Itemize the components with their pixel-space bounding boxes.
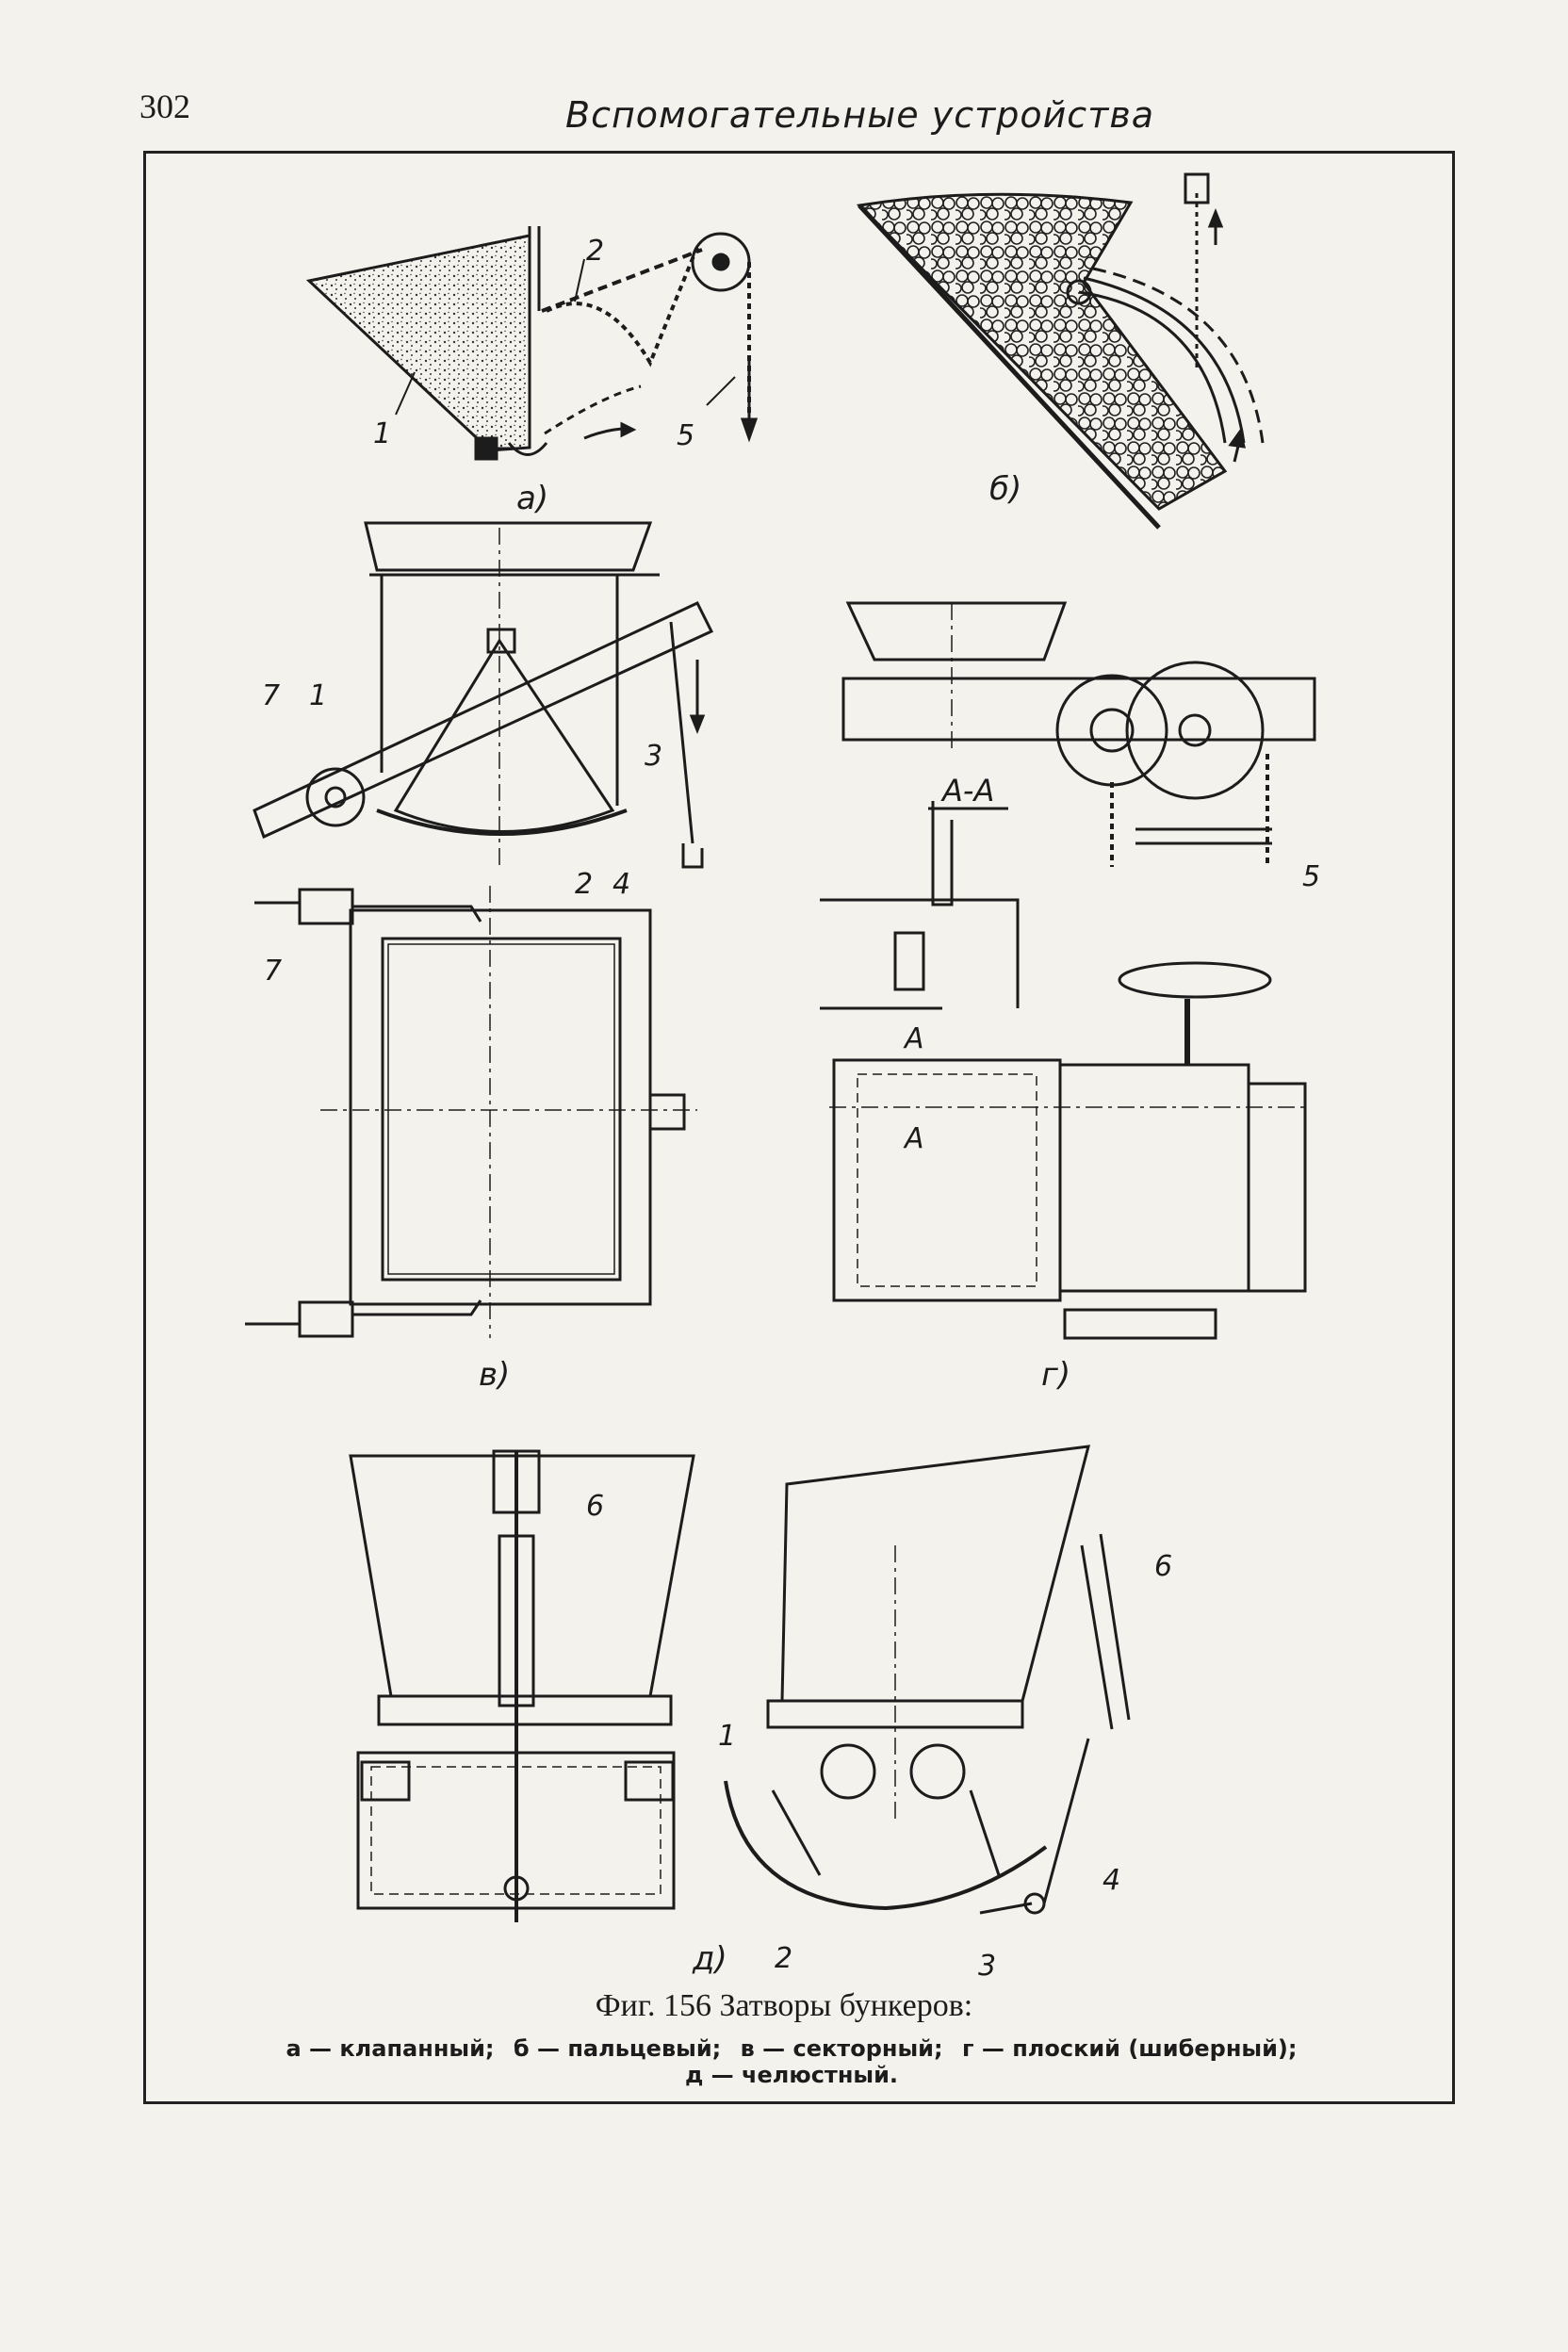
panel-b-finger-gate	[856, 172, 1265, 530]
panel-d-jaw-gate	[349, 1445, 1131, 1922]
legend-item-v: в — секторный;	[740, 2035, 943, 2062]
figure-legend: а — клапанный; б — пальцевый; в — сектор…	[236, 2035, 1348, 2088]
callout-v-7a: 7	[262, 679, 280, 712]
panel-b-label: б)	[989, 470, 1021, 508]
panel-a-valve-gate	[305, 226, 759, 461]
section-mark-a-bottom: A	[903, 1122, 924, 1155]
callout-a-2: 2	[586, 235, 604, 268]
callout-v-7b: 7	[264, 955, 282, 988]
section-label-a-a: А-А	[940, 773, 994, 808]
callout-v-2: 2	[575, 868, 593, 901]
callout-a-5: 5	[677, 419, 694, 452]
legend-item-d: д — челюстный.	[684, 2062, 899, 2088]
header-rule	[143, 151, 1453, 154]
legend-item-b: б — пальцевый;	[513, 2035, 722, 2062]
callout-d-6-side: 6	[1154, 1550, 1172, 1583]
panel-g-slide-gate	[820, 601, 1316, 1340]
callout-v-3: 3	[645, 740, 662, 773]
callout-v-1: 1	[309, 679, 327, 712]
callout-d-3: 3	[978, 1950, 996, 1983]
callout-d-2: 2	[775, 1942, 792, 1975]
callout-d-4: 4	[1102, 1864, 1120, 1897]
panel-v-label: в)	[479, 1356, 510, 1394]
callout-a-1: 1	[373, 417, 391, 450]
page-number: 302	[139, 88, 190, 125]
legend-item-a: а — клапанный;	[286, 2035, 495, 2062]
callout-d-1: 1	[718, 1720, 736, 1753]
callout-g-5: 5	[1302, 860, 1320, 893]
figure-caption: Фиг. 156 Затворы бункеров:	[595, 1988, 973, 2023]
panel-d-label: д)	[692, 1940, 727, 1978]
panel-v-sector-gate-elevation	[253, 521, 714, 869]
callout-d-6-front: 6	[586, 1490, 604, 1523]
legend-item-g: г — плоский (шиберный);	[961, 2035, 1298, 2062]
running-title: Вспомогательные устройства	[565, 94, 1155, 136]
figure-frame	[143, 151, 1455, 2104]
callout-v-4: 4	[612, 868, 630, 901]
panel-v-sector-gate-plan	[245, 886, 697, 1338]
panel-g-label: г)	[1041, 1356, 1070, 1394]
section-mark-a-top: A	[903, 1022, 924, 1055]
panel-a-label: а)	[516, 480, 548, 517]
